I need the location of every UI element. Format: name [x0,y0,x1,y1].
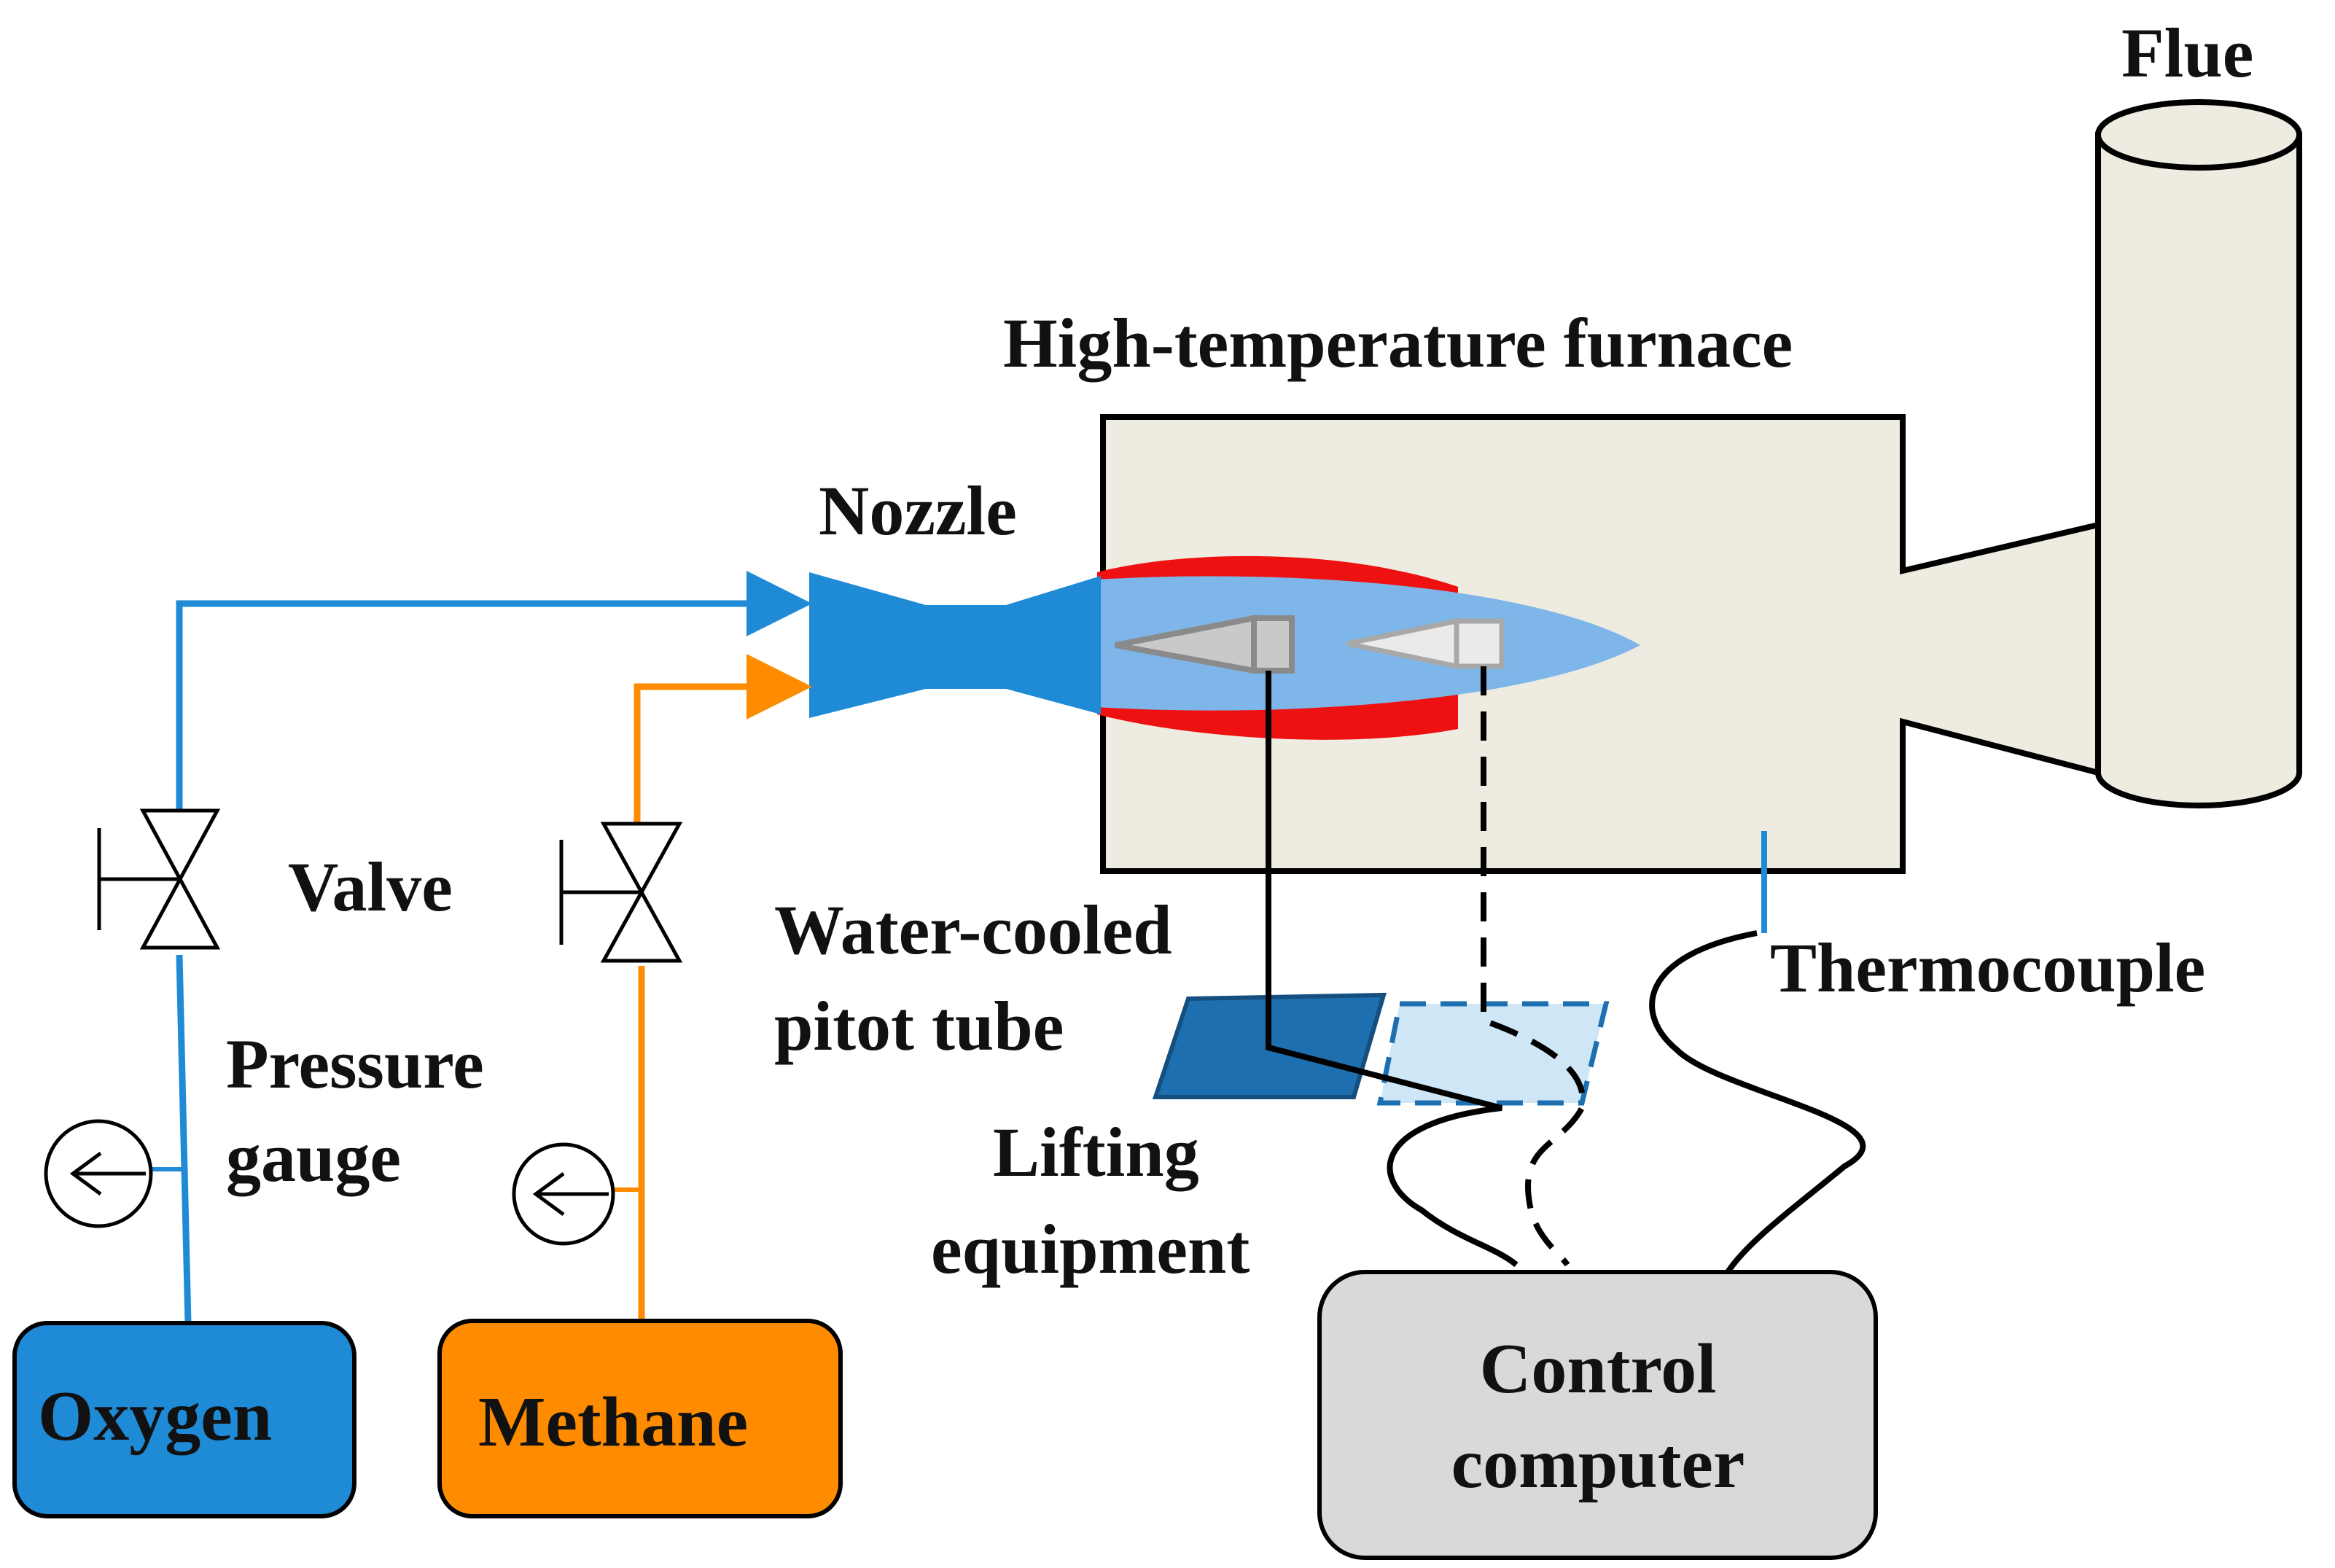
nozzle-label: Nozzle [819,472,1017,550]
methane-valve-icon[interactable] [559,822,683,963]
oxygen-pressure-gauge-icon [44,1119,153,1228]
flue [2095,99,2302,808]
pitot-label-line2: pitot tube [774,987,1064,1065]
pitot-label-line1: Water-cooled [774,891,1172,969]
flue-label: Flue [2121,14,2253,92]
flue-top-opening [2095,99,2302,171]
valve-label: Valve [288,848,453,926]
lifting-label-line1: Lifting [993,1113,1199,1191]
oxygen-line [109,571,812,1324]
pitot-tube-active [1115,615,1295,674]
control-computer-box [1317,1270,1878,1560]
control-computer-label-line2: computer [1451,1424,1745,1503]
nozzle [809,572,1101,718]
thermocouple-cable [1649,930,1866,1274]
methane-pressure-gauge-icon [512,1142,615,1246]
furnace-label: High-temperature furnace [1003,304,1793,382]
lifting-plate-ghost [1376,1001,1610,1106]
oxygen-label: Oxygen [38,1377,272,1456]
pitot-cable-dashed [1481,666,1586,1267]
methane-tank [437,1319,843,1518]
control-computer-label-line1: Control [1480,1330,1717,1408]
pitot-tube-ghost [1346,617,1505,670]
pressure-gauge-label-line2: gauge [226,1118,401,1196]
pitot-cable-solid [1266,671,1519,1268]
methane-label: Methane [478,1383,748,1462]
methane-line [569,654,812,1323]
flue-body [2095,132,2302,808]
oxygen-tank [12,1321,356,1518]
oxygen-valve-icon[interactable] [97,808,221,950]
pressure-gauge-label-line1: Pressure [226,1025,484,1103]
thermocouple-label: Thermocouple [1770,929,2205,1007]
lifting-label-line2: equipment [931,1210,1250,1288]
